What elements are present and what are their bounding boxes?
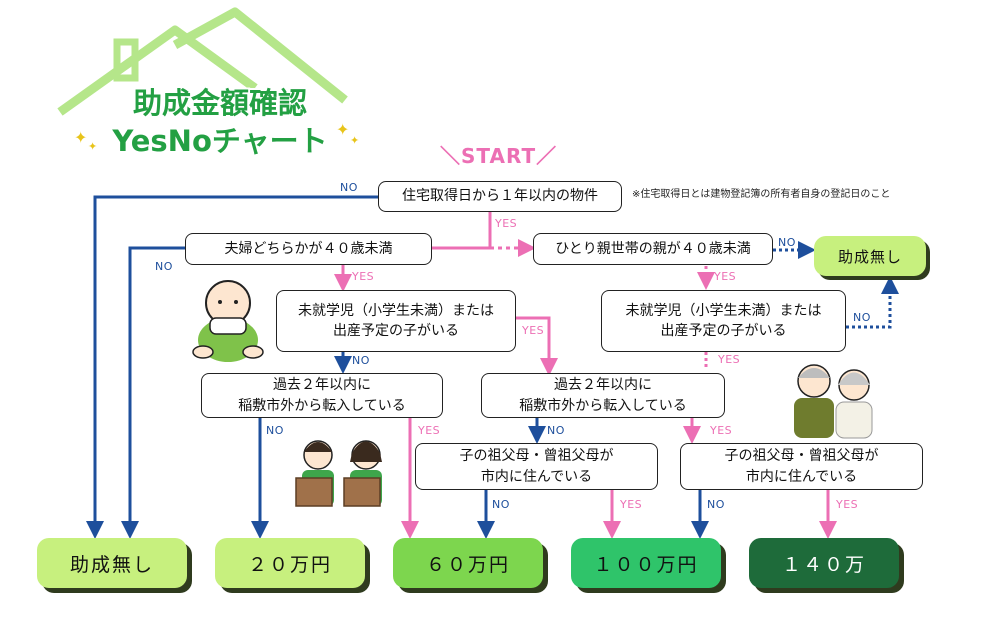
outcome-no-grant: 助成無し (37, 538, 187, 588)
yes-label: YES (714, 270, 737, 283)
question-6-line2: 稲敷市外から転入している (238, 397, 406, 414)
yes-label: YES (418, 424, 441, 437)
question-4: 未就学児（小学生未満）または 出産予定の子がいる (276, 290, 516, 352)
yes-label: YES (352, 270, 375, 283)
question-7-line2: 稲敷市外から転入している (519, 397, 687, 414)
question-9: 子の祖父母・曾祖父母が 市内に住んでいる (680, 443, 923, 490)
question-9-line1: 子の祖父母・曾祖父母が (724, 448, 879, 465)
yes-label: YES (718, 353, 741, 366)
sparkle-icon: ✦ (88, 140, 98, 153)
question-5-line2: 出産予定の子がいる (660, 323, 787, 339)
no-label: NO (266, 424, 284, 437)
baby-illustration (192, 280, 264, 362)
question-5: 未就学児（小学生未満）または 出産予定の子がいる (601, 290, 846, 352)
question-4-line2: 出産予定の子がいる (333, 323, 459, 339)
question-8-line2: 市内に住んでいる (480, 468, 593, 485)
sparkle-icon: ✦ (336, 120, 350, 139)
yes-label: YES (836, 498, 859, 511)
outcome-600k-yen: ６０万円 (393, 538, 543, 588)
no-label: NO (352, 354, 370, 367)
question-8-line1: 子の祖父母・曾祖父母が (459, 448, 614, 465)
yes-label: YES (495, 217, 518, 230)
outcome-200k-yen: ２０万円 (215, 538, 365, 588)
yes-label: YES (522, 324, 545, 337)
question-9-line2: 市内に住んでいる (745, 468, 858, 485)
no-label: NO (778, 236, 796, 249)
question-8: 子の祖父母・曾祖父母が 市内に住んでいる (415, 443, 658, 490)
question-7-line1: 過去２年以内に (554, 377, 652, 394)
question-2-text: 夫婦どちらかが４０歳未満 (224, 240, 393, 257)
no-label: NO (853, 311, 871, 324)
outcome-1.4m-yen: １４０万 (749, 538, 899, 588)
outcome-no-grant-top: 助成無し (814, 236, 926, 276)
outcome-1m-yen: １００万円 (571, 538, 721, 588)
question-1-text: 住宅取得日から１年以内の物件 (402, 188, 598, 205)
question-1: 住宅取得日から１年以内の物件 (378, 181, 622, 212)
no-label: NO (707, 498, 725, 511)
chart-subtitle: YesNoチャート (112, 124, 328, 158)
no-label: NO (492, 498, 510, 511)
question-3: ひとり親世帯の親が４０歳未満 (533, 233, 773, 265)
question-6: 過去２年以内に 稲敷市外から転入している (201, 373, 443, 418)
no-label: NO (155, 260, 173, 273)
question-7: 過去２年以内に 稲敷市外から転入している (481, 373, 725, 418)
sparkle-icon: ✦ (350, 134, 360, 147)
no-label: NO (340, 181, 358, 194)
grandparents-illustration (794, 364, 873, 439)
no-label: NO (547, 424, 565, 437)
yes-label: YES (710, 424, 733, 437)
sparkle-icon: ✦ (74, 128, 88, 147)
question-2: 夫婦どちらかが４０歳未満 (185, 233, 432, 265)
question-6-line1: 過去２年以内に (273, 377, 371, 394)
question-3-text: ひとり親世帯の親が４０歳未満 (555, 240, 751, 257)
question-4-line1: 未就学児（小学生未満）または (298, 302, 494, 319)
start-label: ＼START／ (440, 144, 558, 168)
house-outline-icon (57, 7, 348, 116)
footnote: ※住宅取得日とは建物登記簿の所有者自身の登記日のこと (632, 189, 891, 200)
workers-with-boxes-illustration (295, 440, 382, 507)
chart-title: 助成金額確認 (132, 86, 307, 120)
question-5-line1: 未就学児（小学生未満）または (625, 302, 822, 319)
yes-label: YES (620, 498, 643, 511)
